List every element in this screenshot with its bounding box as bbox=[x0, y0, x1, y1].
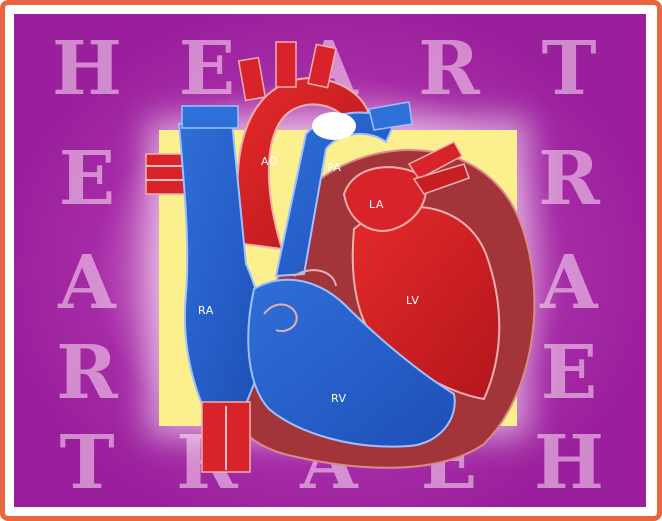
label-aorta: AO bbox=[261, 155, 278, 168]
label-pulmonary-artery: PA bbox=[327, 161, 341, 174]
label-right-ventricle: RV bbox=[331, 392, 347, 405]
heart-diagram bbox=[14, 14, 646, 507]
pulmonary-artery-branch bbox=[369, 102, 412, 130]
vena-cava-branch bbox=[182, 106, 238, 128]
aortic-branch bbox=[239, 58, 266, 101]
highlight bbox=[312, 112, 356, 140]
heart-illustration-panel: H E A R T E A R R A E T R A E H bbox=[14, 14, 646, 507]
label-right-atrium: RA bbox=[198, 304, 214, 317]
label-left-atrium: LA bbox=[369, 198, 384, 211]
label-left-ventricle: LV bbox=[406, 294, 419, 307]
aortic-branch bbox=[276, 42, 296, 87]
